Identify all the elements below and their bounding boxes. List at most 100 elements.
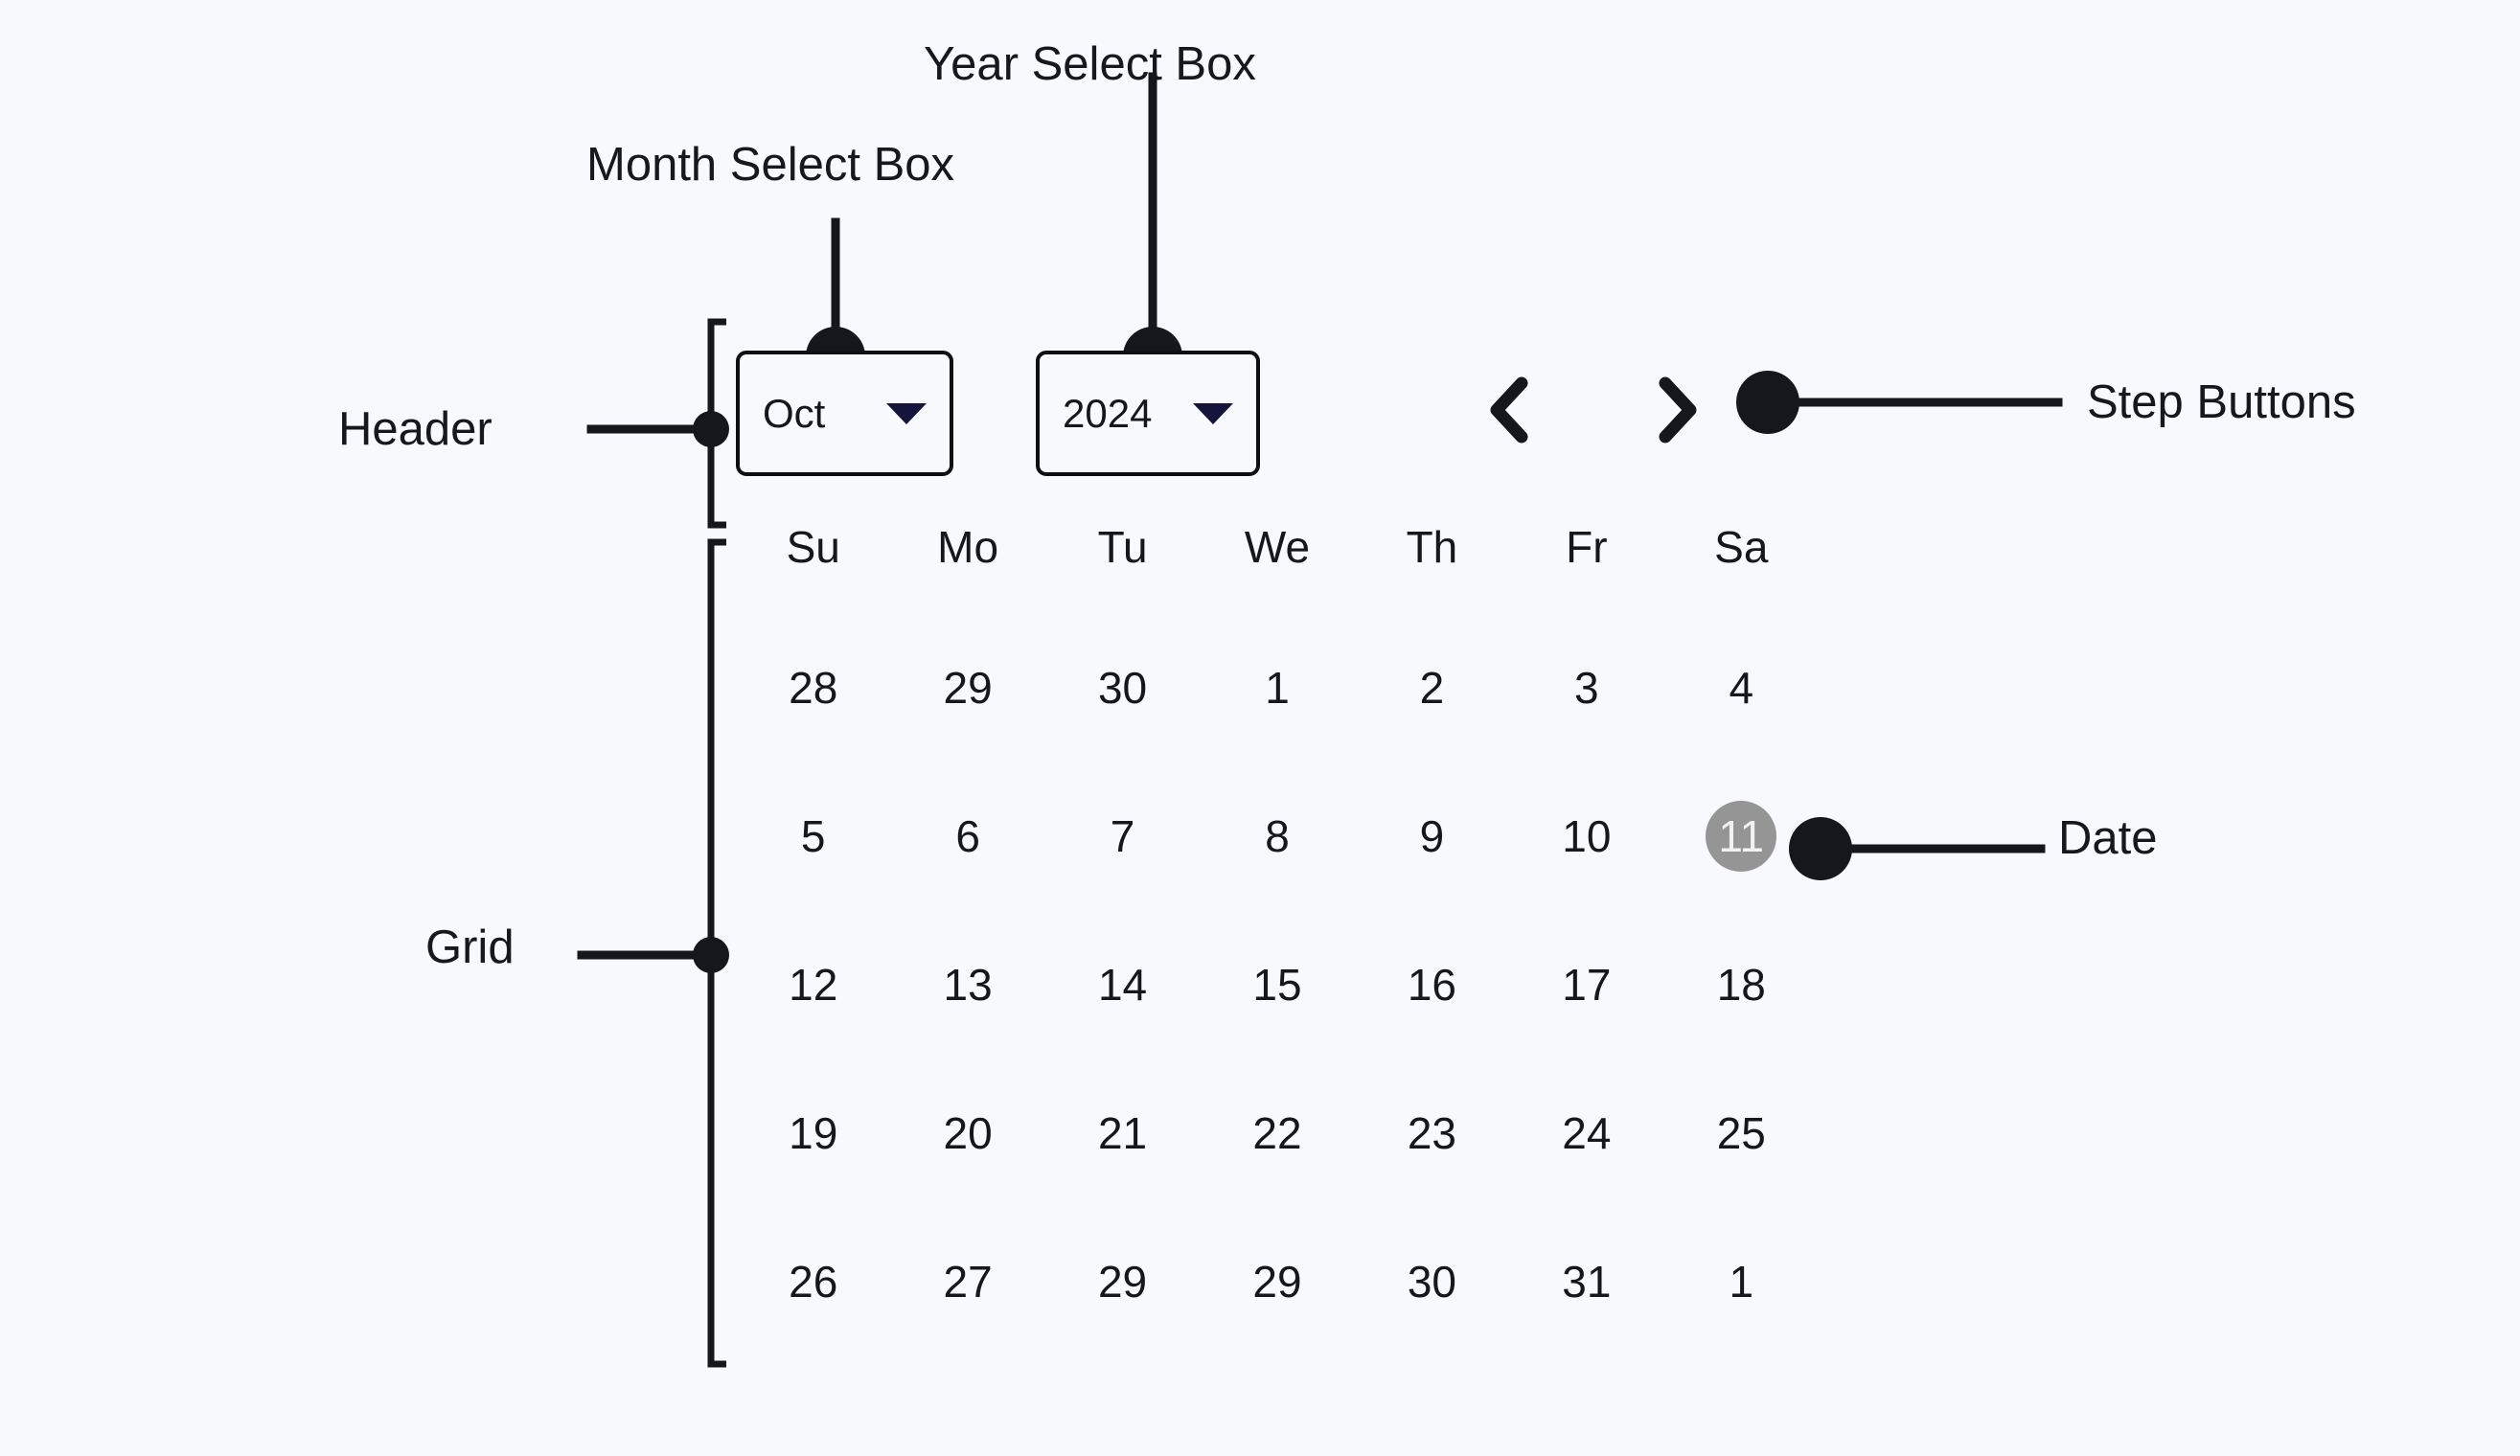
chevron-down-icon (1193, 402, 1233, 424)
date-value: 11 (1706, 800, 1777, 872)
date-value: 19 (789, 1107, 838, 1158)
date-value: 28 (789, 662, 838, 713)
date-cell[interactable]: 13 (890, 910, 1044, 1058)
date-value: 8 (1265, 810, 1290, 861)
date-cell[interactable]: 25 (1664, 1058, 1819, 1207)
date-value: 4 (1729, 662, 1754, 713)
date-value: 22 (1252, 1107, 1302, 1158)
date-value: 23 (1407, 1107, 1456, 1158)
date-cell[interactable]: 29 (1200, 1207, 1354, 1355)
bracket-header (707, 318, 726, 529)
date-value: 12 (789, 959, 838, 1010)
date-value: 9 (1419, 810, 1445, 861)
date-cell[interactable]: 31 (1509, 1207, 1663, 1355)
bracket-grid (707, 538, 726, 1368)
date-cell[interactable]: 26 (736, 1207, 890, 1355)
next-month-button[interactable] (1646, 372, 1706, 448)
date-cell[interactable]: 1 (1200, 613, 1354, 762)
date-value: 6 (955, 810, 980, 861)
date-cell[interactable]: 7 (1045, 762, 1200, 910)
date-value: 27 (943, 1256, 993, 1307)
date-cell[interactable]: 19 (736, 1058, 890, 1207)
date-cell[interactable]: 2 (1355, 613, 1509, 762)
date-value: 21 (1097, 1107, 1148, 1158)
chevron-down-icon (886, 402, 927, 424)
date-cell[interactable]: 22 (1200, 1058, 1354, 1207)
annotation-label-month-select: Month Select Box (586, 139, 955, 191)
dot-header (693, 411, 729, 447)
date-value: 30 (1407, 1256, 1456, 1307)
month-select-box[interactable]: Oct (736, 351, 953, 476)
weekday-header-row: Su Mo Tu We Th Fr Sa (736, 525, 1819, 613)
date-cell[interactable]: 30 (1045, 613, 1200, 762)
annotation-label-date: Date (2058, 812, 2158, 864)
weekday-label-fr: Fr (1566, 522, 1608, 572)
date-cell[interactable]: 5 (736, 762, 890, 910)
weekday-label-su: Su (786, 522, 840, 572)
date-cell[interactable]: 1 (1664, 1207, 1819, 1355)
date-value: 16 (1407, 959, 1456, 1010)
week-row: 12 13 14 15 16 17 18 (736, 910, 1819, 1058)
date-value: 13 (943, 959, 993, 1010)
date-value: 1 (1729, 1256, 1754, 1307)
date-cell[interactable]: 14 (1045, 910, 1200, 1058)
weekday-label-tu: Tu (1097, 522, 1148, 572)
date-value: 5 (800, 810, 826, 861)
date-cell[interactable]: 6 (890, 762, 1044, 910)
datepicker-header: Oct 2024 (736, 326, 1819, 525)
date-value: 14 (1097, 959, 1148, 1010)
weekday-label-mo: Mo (937, 522, 999, 572)
date-cell[interactable]: 3 (1509, 613, 1663, 762)
date-cell[interactable]: 29 (1045, 1207, 1200, 1355)
date-cell[interactable]: 27 (890, 1207, 1044, 1355)
date-value: 29 (1252, 1256, 1302, 1307)
year-select-box[interactable]: 2024 (1036, 351, 1260, 476)
datepicker: Oct 2024 (736, 326, 1819, 1355)
date-value: 7 (1110, 810, 1135, 861)
date-cell[interactable]: 12 (736, 910, 890, 1058)
week-row: 28 29 30 1 2 3 4 (736, 613, 1819, 762)
date-value: 29 (1097, 1256, 1148, 1307)
datepicker-grid: Su Mo Tu We Th Fr Sa 28 29 30 1 2 3 4 5 (736, 525, 1819, 1355)
date-value: 20 (943, 1107, 993, 1158)
date-cell[interactable]: 16 (1355, 910, 1509, 1058)
date-value: 31 (1562, 1256, 1612, 1307)
year-select-value: 2024 (1063, 390, 1153, 436)
date-cell[interactable]: 28 (736, 613, 890, 762)
date-value: 2 (1419, 662, 1445, 713)
chevron-right-icon (1659, 376, 1697, 444)
date-cell[interactable]: 20 (890, 1058, 1044, 1207)
date-cell[interactable]: 15 (1200, 910, 1354, 1058)
date-cell[interactable]: 9 (1355, 762, 1509, 910)
date-cell[interactable]: 23 (1355, 1058, 1509, 1207)
step-buttons (1479, 372, 1706, 448)
month-select-value: Oct (763, 390, 826, 436)
date-cell[interactable]: 17 (1509, 910, 1663, 1058)
dot-grid (693, 937, 729, 973)
annotation-label-grid: Grid (425, 921, 515, 973)
chevron-left-icon (1490, 376, 1528, 444)
date-cell[interactable]: 24 (1509, 1058, 1663, 1207)
previous-month-button[interactable] (1479, 372, 1539, 448)
weekday-label-we: We (1244, 522, 1311, 572)
date-cell[interactable]: 21 (1045, 1058, 1200, 1207)
date-cell[interactable]: 10 (1509, 762, 1663, 910)
date-cell[interactable]: 8 (1200, 762, 1354, 910)
annotation-label-step-buttons: Step Buttons (2087, 376, 2356, 428)
date-cell[interactable]: 4 (1664, 613, 1819, 762)
date-value: 29 (943, 662, 993, 713)
date-cell[interactable]: 18 (1664, 910, 1819, 1058)
annotation-label-header: Header (338, 403, 493, 455)
date-value: 17 (1562, 959, 1612, 1010)
date-value: 3 (1574, 662, 1599, 713)
date-cell[interactable]: 30 (1355, 1207, 1509, 1355)
date-value: 25 (1716, 1107, 1766, 1158)
date-value: 26 (789, 1256, 838, 1307)
week-row: 5 6 7 8 9 10 11 (736, 762, 1819, 910)
date-cell-selected[interactable]: 11 (1664, 762, 1819, 910)
weekday-label-sa: Sa (1714, 522, 1769, 572)
date-value: 24 (1562, 1107, 1612, 1158)
date-cell[interactable]: 29 (890, 613, 1044, 762)
weekday-label-th: Th (1406, 522, 1458, 572)
week-row: 26 27 29 29 30 31 1 (736, 1207, 1819, 1355)
